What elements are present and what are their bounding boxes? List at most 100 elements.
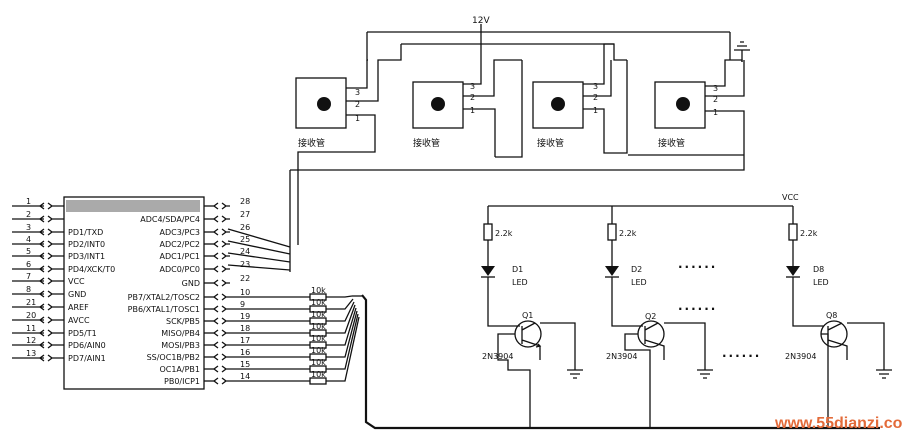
ellipsis-mid: ...... [678,299,717,313]
led-icon [786,266,800,276]
resistor-10k: 10k [309,298,354,313]
led-stage-8: 2.2k D8 LED Q8 2N3904 [785,206,892,428]
pin-label: 3 [355,88,360,97]
receiver-4: 3 2 1 接收管 [654,81,718,149]
resistor-10k: 10k [309,301,355,325]
led-icon [481,266,495,276]
supply-12v: 12V [366,16,750,62]
pin-number: 7 [26,272,31,281]
pin-label: 3 [713,84,718,93]
sensor-dot [317,97,331,111]
ellipsis-bottom: ...... [722,346,761,360]
pin-name: PB0/ICP1 [164,377,200,386]
mcu-pin-left: 2 [12,210,64,223]
pin-number: 26 [240,223,250,232]
resistor-10k: 10k [309,286,353,301]
pin-name: PD3/INT1 [68,252,105,261]
pin-number: 2 [26,210,31,219]
mcu-left-pins: 123PD1/TXD4PD2/INT05PD3/INT16PD4/XCK/T07… [12,197,115,363]
pin-number: 19 [240,312,250,321]
pin-number: 11 [26,324,36,333]
pin-number: 24 [240,247,250,256]
pin-name: MOSI/PB3 [161,341,200,350]
pin-number: 1 [26,197,31,206]
mcu-chip [63,196,205,390]
base-bus [352,294,880,430]
pin-name: PB6/XTAL1/TOSC1 [128,305,200,314]
pin-name: ADC3/PC3 [159,228,200,237]
resistor-label: 10k [311,310,326,319]
resistor-10k: 10k [309,316,360,385]
pin-name: PB7/XTAL2/TOSC2 [128,293,200,302]
resistor-value: 2.2k [619,229,637,238]
led-ref: D1 [512,265,523,274]
transistor-q1 [514,320,542,348]
pin-label: 1 [593,106,598,115]
transistor-ref: Q2 [645,312,656,321]
pin-name: GND [182,279,200,288]
receiver-2: 3 2 1 接收管 [412,81,475,149]
resistor-10k: 10k [309,307,357,349]
pin-name: OC1A/PB1 [159,365,200,374]
led-type: LED [631,278,647,287]
pin-name: ADC2/PC2 [159,240,200,249]
pin-number: 25 [240,235,250,244]
pin-name: MISO/PB4 [161,329,200,338]
pin-label: 3 [593,82,598,91]
pin-number: 20 [26,311,36,320]
pin-label: 1 [470,106,475,115]
watermark: www.55dianzi.com [774,415,903,432]
led-ref: D2 [631,265,642,274]
resistor-label: 10k [311,286,326,295]
pin-number: 12 [26,336,36,345]
part-number: 2N3904 [606,352,637,361]
pin-name: ADC4/SDA/PC4 [140,215,200,224]
receiver-1: 3 2 1 接收管 [295,77,360,149]
pin-number: 6 [26,260,31,269]
mcu-right-pins: 2827ADC4/SDA/PC426ADC3/PC325ADC2/PC224AD… [128,197,310,386]
pin-label: 2 [713,95,718,104]
resistor-value: 2.2k [800,229,818,238]
pin-name: PD6/AIN0 [68,341,106,350]
pin-number: 18 [240,324,250,333]
resistor-10k: 10k [309,313,359,373]
led-ref: D8 [813,265,824,274]
resistor-label: 10k [311,334,326,343]
pin-name: SS/OC1B/PB2 [147,353,200,362]
pin-number: 4 [26,235,31,244]
resistor-10k: 10k [309,310,358,361]
receiver-label: 接收管 [537,137,564,149]
pin-number: 21 [26,298,36,307]
led-stage-1: 2.2k D1 LED Q1 2N3904 [481,206,583,428]
resistor-label: 10k [311,370,326,379]
receiver-label: 接收管 [658,137,685,149]
pin-number: 17 [240,336,250,345]
pin-name: VCC [68,277,85,286]
transistor-q2 [637,320,665,348]
pin-number: 27 [240,210,250,219]
pin-label: 2 [593,93,598,102]
receiver-label: 接收管 [413,137,440,149]
resistor-2k2 [483,223,493,241]
pin-label: 2 [355,100,360,109]
pin-name: AVCC [68,316,90,325]
pin-number: 16 [240,348,250,357]
resistor-label: 10k [311,358,326,367]
